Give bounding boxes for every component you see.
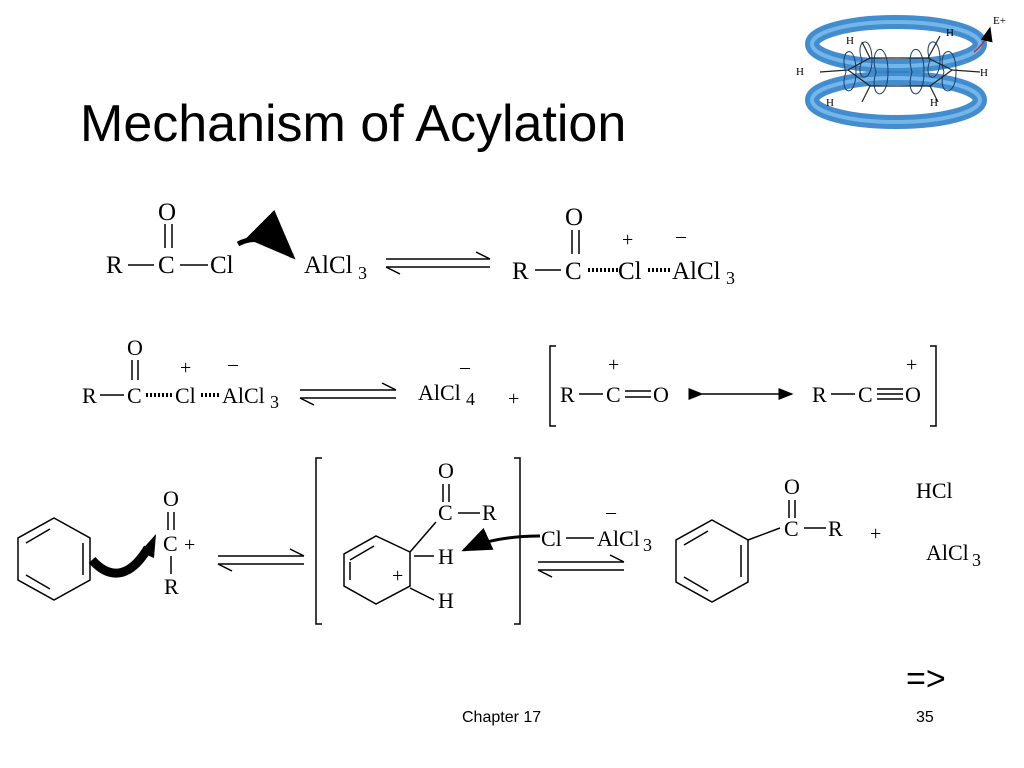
atom-alcl: AlCl — [672, 258, 721, 285]
atom-alcl: AlCl — [926, 540, 969, 565]
positive-charge: + — [622, 229, 633, 251]
benzene-ring-icon — [17, 517, 91, 601]
atom-o: O — [158, 199, 176, 226]
atom-o: O — [653, 382, 669, 407]
atom-alcl: AlCl — [418, 380, 461, 405]
negative-charge: – — [459, 356, 471, 378]
atom-alcl: AlCl — [597, 526, 640, 551]
atom-cl: Cl — [541, 526, 562, 551]
positive-charge: + — [608, 354, 619, 376]
atom-r: R — [482, 500, 497, 525]
atom-alcl: AlCl — [304, 252, 353, 279]
atom-o: O — [905, 382, 921, 407]
atom-cl: Cl — [175, 383, 196, 408]
curved-arrow-icon — [88, 545, 152, 578]
atom-c: C — [606, 382, 621, 407]
atom-alcl: AlCl — [222, 383, 265, 408]
step-3-reaction: O C + R + C — [17, 457, 981, 625]
plus-sign: + — [508, 388, 519, 410]
negative-charge: – — [675, 225, 687, 247]
sigma-complex-ring-icon — [343, 535, 411, 605]
orbital-h-label: H — [980, 67, 988, 79]
equilibrium-arrow-icon — [537, 554, 625, 578]
orbital-h-label: H — [796, 66, 804, 78]
atom-o: O — [127, 335, 143, 360]
curved-arrow-icon — [236, 210, 296, 260]
atom-r: R — [828, 516, 843, 541]
next-slide-symbol[interactable]: => — [906, 660, 946, 698]
atom-r: R — [512, 258, 529, 285]
positive-charge: + — [392, 565, 403, 587]
equilibrium-arrow-icon — [385, 251, 491, 275]
orbital-h-label: H — [946, 27, 954, 39]
subscript-3: 3 — [270, 392, 279, 412]
product-benzene-ring-icon — [675, 519, 749, 603]
negative-charge: – — [227, 353, 239, 375]
atom-cl: Cl — [618, 258, 642, 285]
atom-cl: Cl — [210, 252, 234, 279]
atom-c: C — [158, 252, 175, 279]
atom-c: C — [438, 500, 453, 525]
atom-o: O — [784, 474, 800, 499]
atom-r: R — [82, 383, 97, 408]
step-2-reaction: R C O Cl AlCl 3 + – AlCl 4 – + — [82, 335, 937, 427]
atom-r: R — [164, 574, 179, 599]
subscript-3: 3 — [972, 550, 981, 570]
benzene-pi-orbital-icon: H H H H H H E+ — [796, 15, 1006, 129]
electrophile-label: E+ — [993, 15, 1006, 27]
page-number: 35 — [916, 709, 934, 726]
atom-c: C — [127, 383, 142, 408]
atom-c: C — [565, 258, 582, 285]
slide-title: Mechanism of Acylation — [80, 95, 627, 153]
subscript-4: 4 — [466, 389, 475, 409]
atom-o: O — [163, 486, 179, 511]
atom-h: H — [438, 588, 454, 613]
positive-charge: + — [184, 534, 195, 556]
footer-chapter: Chapter 17 — [462, 709, 542, 726]
atom-r: R — [560, 382, 575, 407]
negative-charge: – — [605, 501, 617, 523]
atom-o: O — [438, 458, 454, 483]
atom-h: H — [438, 544, 454, 569]
orbital-h-label: H — [826, 97, 834, 109]
subscript-3: 3 — [358, 263, 367, 283]
atom-o: O — [565, 204, 583, 231]
plus-sign: + — [870, 523, 881, 545]
equilibrium-arrow-icon — [299, 382, 397, 406]
positive-charge: + — [180, 357, 191, 379]
hcl-product: HCl — [916, 478, 953, 503]
atom-c: C — [858, 382, 873, 407]
orbital-h-label: H — [846, 35, 854, 47]
positive-charge: + — [906, 354, 917, 376]
atom-c: C — [163, 531, 178, 556]
curved-arrow-icon — [461, 527, 541, 552]
atom-c: C — [784, 516, 799, 541]
subscript-3: 3 — [726, 268, 735, 288]
orbital-h-label: H — [930, 97, 938, 109]
subscript-3: 3 — [643, 535, 652, 555]
atom-r: R — [812, 382, 827, 407]
atom-r: R — [106, 252, 123, 279]
step-1-reaction: R C Cl O AlCl 3 R C O — [106, 199, 735, 288]
equilibrium-arrow-icon — [217, 548, 305, 572]
